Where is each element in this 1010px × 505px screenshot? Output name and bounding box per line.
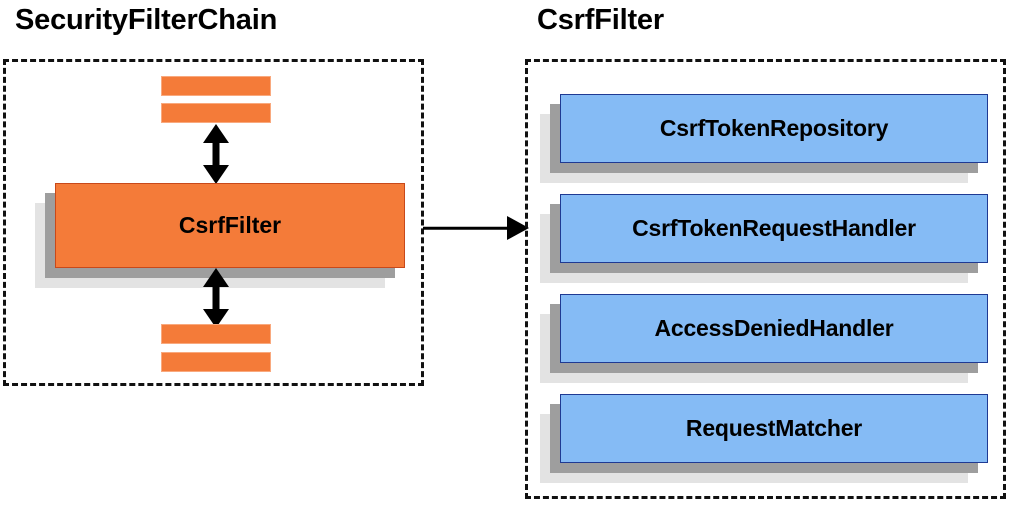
page-title-security-filter-chain: SecurityFilterChain (15, 4, 278, 36)
node-access-denied-handler[interactable]: AccessDeniedHandler (540, 294, 988, 383)
filter-stub-below-1 (161, 324, 271, 344)
node-csrf-filter[interactable]: CsrfFilter (35, 183, 405, 288)
node-csrf-token-request-handler[interactable]: CsrfTokenRequestHandler (540, 194, 988, 283)
node-label: AccessDeniedHandler (560, 294, 988, 363)
node-label: CsrfFilter (55, 183, 405, 268)
node-label: RequestMatcher (560, 394, 988, 463)
group-box-csrf-filter (525, 59, 1006, 499)
filter-stub-above-1 (161, 76, 271, 96)
group-box-security-filter-chain (3, 59, 424, 386)
node-csrf-token-repository[interactable]: CsrfTokenRepository (540, 94, 988, 183)
node-label: CsrfTokenRepository (560, 94, 988, 163)
filter-stub-above-2 (161, 103, 271, 123)
filter-stub-below-2 (161, 352, 271, 372)
node-request-matcher[interactable]: RequestMatcher (540, 394, 988, 483)
node-label: CsrfTokenRequestHandler (560, 194, 988, 263)
page-title-csrf-filter: CsrfFilter (537, 4, 664, 36)
